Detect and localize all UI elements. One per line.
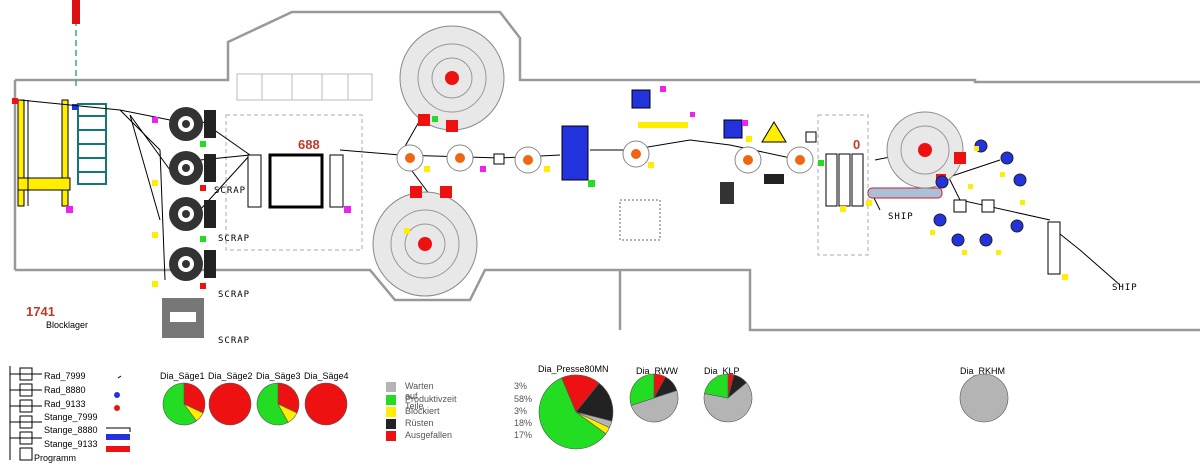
pie-slice-productive <box>162 382 197 426</box>
pie-title-presse: Dia_Presse80MN <box>538 364 609 374</box>
blocklager-rack <box>12 98 71 207</box>
legend-swatch-waiting <box>386 382 396 392</box>
blocklager-count: 1741 <box>26 304 55 319</box>
press-buffer-count: 0 <box>853 137 861 152</box>
saw-4[interactable] <box>169 247 216 281</box>
pie-slice-failed <box>208 382 252 426</box>
pie-slice-setup <box>575 382 614 422</box>
manipulator-2 <box>723 119 743 139</box>
ring-robots <box>933 139 1027 247</box>
roller-1 <box>396 144 424 172</box>
ship-conveyor <box>867 187 943 199</box>
pie-title-rkhm: Dia_RKHM <box>960 366 1006 376</box>
pie-slice-failed <box>183 382 206 414</box>
legend-percent: 3% <box>514 406 528 416</box>
roller-4 <box>622 140 650 168</box>
legend-percent: 17% <box>514 430 533 440</box>
saw-buffer-area <box>225 114 363 251</box>
programm-label[interactable]: Programm <box>34 453 77 463</box>
saw-buffer[interactable] <box>247 153 351 213</box>
manipulator-1 <box>631 89 651 109</box>
outfeed-buffer[interactable] <box>1047 221 1061 275</box>
press-buffer-area <box>817 114 869 256</box>
press-wheel-bottom <box>372 191 478 297</box>
pie-title-saege1: Dia_Säge1 <box>160 371 205 381</box>
pie-slice-waiting <box>959 373 1009 423</box>
blocklager-label: Blocklager <box>46 320 89 330</box>
saw-1[interactable] <box>169 107 216 141</box>
product-item-rad-8880[interactable]: Rad_8880 <box>44 385 86 395</box>
legend-swatch-failed <box>386 431 396 441</box>
roller-2 <box>446 144 474 172</box>
saw-3[interactable] <box>169 197 216 231</box>
roller-6 <box>786 146 814 174</box>
plant-layout <box>12 0 1200 338</box>
product-item-stange-8880[interactable]: Stange_8880 <box>44 425 98 435</box>
saw-buffer-count: 688 <box>298 137 320 152</box>
legend-swatch-setup <box>386 419 396 429</box>
scrap-label-3: SCRAP <box>218 290 251 300</box>
legend-label: Ausgefallen <box>405 430 453 440</box>
press-buffer[interactable] <box>825 153 864 212</box>
pie-slice-waiting <box>703 382 753 423</box>
pie-slice-productive <box>538 377 607 450</box>
flow-lines <box>19 74 1121 286</box>
press-block[interactable] <box>561 125 589 181</box>
product-tree <box>9 366 131 461</box>
pie-slice-productive <box>256 382 289 426</box>
legend-percent: 58% <box>514 394 533 404</box>
infeed-rack <box>66 103 107 213</box>
product-item-stange-7999[interactable]: Stange_7999 <box>44 412 98 422</box>
building-inner <box>236 73 373 101</box>
legend-label: Rüsten <box>405 418 434 428</box>
pie-slice-failed <box>304 382 348 426</box>
ship-label-1: SHIP <box>888 212 914 222</box>
scrap-label-4: SCRAP <box>218 336 251 346</box>
legend-percent: 3% <box>514 381 528 391</box>
legend-label: Warten auf Teile <box>405 381 434 411</box>
legend-label: Produktivzeit <box>405 394 457 404</box>
ship-label-2: SHIP <box>1112 283 1138 293</box>
pie-title-saege4: Dia_Säge4 <box>304 371 349 381</box>
pie-title-klp: Dia_KLP <box>704 366 740 376</box>
pie-title-rww: Dia_RWW <box>636 366 678 376</box>
pie-slice-productive <box>704 373 729 399</box>
building-outline <box>13 10 1200 332</box>
saw-2[interactable] <box>169 151 216 185</box>
product-item-rad-9133[interactable]: Rad_9133 <box>44 399 86 409</box>
legend-swatch-blocked <box>386 407 396 417</box>
legend-percent: 18% <box>514 418 533 428</box>
warning-icon <box>761 121 787 143</box>
scrap-label-2: SCRAP <box>218 234 251 244</box>
legend-swatch-productive <box>386 395 396 405</box>
block-tower <box>72 0 80 24</box>
roller-5 <box>734 146 762 174</box>
pie-slice-productive <box>629 373 655 406</box>
roller-3 <box>514 146 542 174</box>
product-item-stange-9133[interactable]: Stange_9133 <box>44 439 98 449</box>
pie-slice-waiting <box>630 390 679 423</box>
pie-slice-failed <box>277 382 300 414</box>
ring-roller <box>886 111 964 189</box>
pie-title-saege3: Dia_Säge3 <box>256 371 301 381</box>
product-item-rad-7999[interactable]: Rad_7999 <box>44 371 86 381</box>
pie-title-saege2: Dia_Säge2 <box>208 371 253 381</box>
legend-label: Blockiert <box>405 406 440 416</box>
scrap-label-1: SCRAP <box>214 186 247 196</box>
